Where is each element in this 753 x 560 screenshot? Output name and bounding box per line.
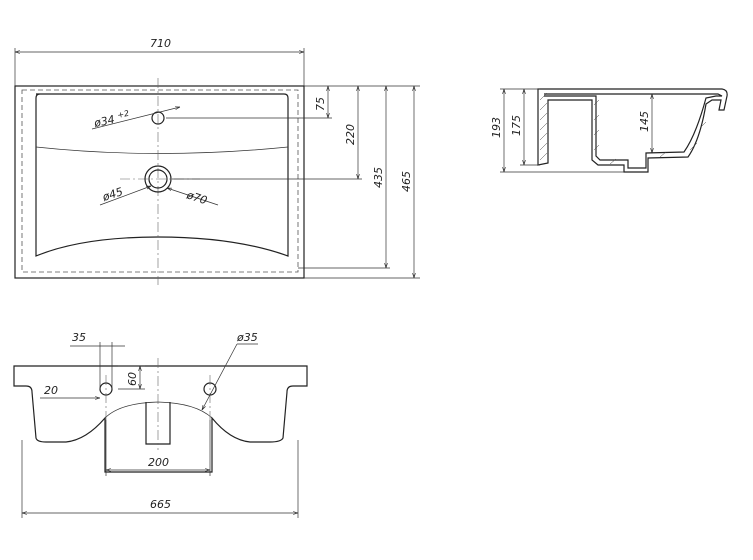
tap-hole: [151, 111, 165, 125]
tap-hole-label: ø34: [92, 113, 116, 130]
width-dimension-label: 710: [150, 37, 171, 50]
dim-665-label: 665: [150, 498, 171, 511]
front-hole-label: ø35: [236, 331, 258, 344]
dim-200-label: 200: [148, 456, 169, 469]
front-hole-leader: [202, 343, 238, 410]
drain-small-label: ø45: [100, 185, 125, 204]
tap-hole-leader: [91, 107, 180, 130]
front-view: 35 20 60 ø35 200 665: [13, 331, 308, 518]
dim-60-label: 60: [126, 372, 139, 386]
dim-20-label: 20: [44, 384, 58, 397]
bowl-front-ridge: [35, 146, 289, 154]
dim-35-label: 35: [72, 331, 86, 344]
drain-small-leader: [99, 186, 151, 206]
dim-75-label: 75: [314, 97, 327, 111]
side-outer-profile: [537, 88, 728, 173]
dim-145-label: 145: [638, 111, 651, 132]
drain-outer: [144, 165, 172, 193]
top-view-outline: [14, 85, 305, 279]
dim-175-label: 175: [510, 115, 523, 136]
dim-435-label: 435: [372, 167, 385, 188]
drain-large-label: ø70: [184, 188, 209, 207]
tap-hole-tolerance: +2: [117, 109, 130, 120]
drain-inner: [148, 169, 168, 189]
top-view: ø34 +2 ø45 ø70 710 75 220 435 465: [14, 37, 420, 285]
dim-220-label: 220: [344, 124, 357, 145]
side-section-hatching: [539, 92, 707, 165]
drain-large-leader: [167, 187, 219, 206]
top-view-rim: [21, 89, 299, 273]
side-inner-profile: [544, 93, 723, 169]
front-inner-bowl: [104, 401, 213, 419]
side-section-view: 193 175 145: [490, 88, 728, 173]
dim-465-label: 465: [400, 171, 413, 192]
front-outer-profile: [13, 365, 308, 473]
dim-193-label: 193: [490, 117, 503, 138]
